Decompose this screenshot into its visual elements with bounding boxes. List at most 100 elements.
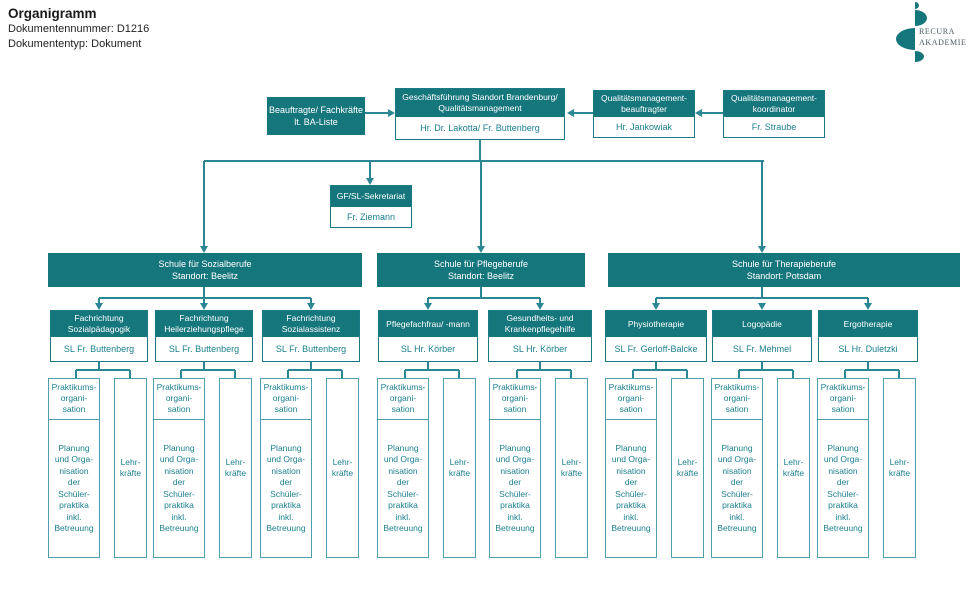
connector-line [203, 161, 205, 247]
arrowhead [388, 109, 395, 117]
connector-line [310, 298, 312, 305]
connector-line [845, 369, 899, 371]
department-box-sozialpaedagogik: Fachrichtung Sozialpädagogik SL Fr. Butt… [50, 310, 148, 362]
arrowhead [200, 303, 208, 310]
school-box-pflegeberufe: Schule für Pflegeberufe Standort: Beelit… [377, 253, 585, 287]
connector-line [369, 161, 371, 179]
department-title: Physiotherapie [606, 311, 706, 337]
school-location: Standort: Beelitz [171, 271, 239, 281]
box-geschaeftsfuehrung: Geschäftsführung Standort Brandenburg/ Q… [395, 88, 565, 140]
connector-line [761, 362, 763, 370]
department-title: Gesundheits- und Krankenpflegehilfe [489, 311, 591, 337]
logo-leaf-icon [915, 10, 927, 26]
box-title: GF/SL-Sekretariat [331, 186, 411, 207]
lehrkraefte-box: Lehr- kräfte [326, 378, 359, 558]
logo-text: RECURA AKADEMIE [919, 27, 967, 47]
connector-line [633, 369, 687, 371]
connector-line [287, 370, 289, 378]
person-name: Fr. Ziemann [346, 212, 395, 222]
connector-line [480, 161, 482, 247]
connector-line [365, 112, 391, 114]
praktikums-body: Planung und Orga- nisation der Schüler- … [611, 442, 651, 534]
recura-akademie-logo: RECURA AKADEMIE [893, 2, 967, 64]
connector-line [516, 370, 518, 378]
department-title: Ergotherapie [819, 311, 917, 337]
connector-line [98, 298, 100, 305]
arrowhead [652, 303, 660, 310]
person-name: Fr. Straube [751, 122, 797, 132]
connector-line [517, 369, 571, 371]
connector-line [99, 297, 311, 299]
box-qm-beauftragter: Qualitätsmanagement- beauftragter Hr. Ja… [593, 90, 695, 138]
connector-line [898, 370, 900, 378]
connector-line [867, 298, 869, 305]
praktikums-header: Praktikums- organi- sation [378, 379, 428, 420]
connector-line [655, 362, 657, 370]
arrowhead [366, 178, 374, 185]
connector-line [427, 362, 429, 370]
arrowhead [567, 109, 574, 117]
arrowhead [864, 303, 872, 310]
person-name: Hr. Jankowiak [615, 122, 673, 132]
praktikums-body: Planung und Orga- nisation der Schüler- … [823, 442, 863, 534]
connector-line [98, 362, 100, 370]
connector-line [75, 370, 77, 378]
connector-line [480, 287, 482, 298]
arrowhead [200, 246, 208, 253]
department-box-pflegefachfrau: Pflegefachfrau/ -mann SL Hr. Körber [378, 310, 478, 362]
praktikums-header: Praktikums- organi- sation [49, 379, 99, 420]
department-box-ergotherapie: Ergotherapie SL Hr. Duletzki [818, 310, 918, 362]
lehrkraefte-box: Lehr- kräfte [777, 378, 810, 558]
connector-line [479, 140, 481, 162]
logo-leaf-icon [915, 2, 919, 9]
praktikums-body: Planung und Orga- nisation der Schüler- … [383, 442, 423, 534]
connector-line [181, 369, 235, 371]
lehrkraefte-box: Lehr- kräfte [219, 378, 252, 558]
arrowhead [307, 303, 315, 310]
department-leader: SL Hr. Duletzki [838, 344, 898, 354]
connector-line [310, 362, 312, 370]
connector-line [458, 370, 460, 378]
school-title: Schule für Therapieberufe [732, 259, 836, 269]
department-title: Logopädie [713, 311, 811, 337]
praktikums-body: Planung und Orga- nisation der Schüler- … [495, 442, 535, 534]
department-title: Fachrichtung Sozialpädagogik [51, 311, 147, 337]
connector-line [428, 297, 540, 299]
box-qm-koordinator: Qualitätsmanagement- koordinator Fr. Str… [723, 90, 825, 138]
connector-line [539, 298, 541, 305]
connector-line [203, 298, 205, 305]
connector-line [655, 298, 657, 305]
box-sekretariat: GF/SL-Sekretariat Fr. Ziemann [330, 185, 412, 228]
praktikums-header: Praktikums- organi- sation [490, 379, 540, 420]
school-title: Schule für Pflegeberufe [433, 259, 529, 269]
department-leader: SL Fr. Buttenberg [275, 344, 347, 354]
page-title: Organigramm [8, 6, 97, 21]
department-title: Fachrichtung Sozialassistenz [263, 311, 359, 337]
praktikums-header: Praktikums- organi- sation [818, 379, 868, 420]
department-box-heilerziehungspflege: Fachrichtung Heilerziehungspflege SL Fr.… [155, 310, 253, 362]
praktikums-body: Planung und Orga- nisation der Schüler- … [717, 442, 757, 534]
lehrkraefte-box: Lehr- kräfte [883, 378, 916, 558]
school-title: Schule für Sozialberufe [158, 259, 252, 269]
logo-leaf-icon [896, 28, 915, 50]
box-title: Qualitätsmanagement- beauftragter [594, 91, 694, 117]
connector-line [701, 112, 723, 114]
connector-line [792, 370, 794, 378]
praktikums-body: Planung und Orga- nisation der Schüler- … [159, 442, 199, 534]
connector-line [761, 161, 763, 247]
connector-line [632, 370, 634, 378]
school-location: Standort: Potsdam [746, 271, 822, 281]
arrowhead [477, 246, 485, 253]
department-leader: SL Fr. Buttenberg [168, 344, 240, 354]
school-location: Standort: Beelitz [447, 271, 515, 281]
department-leader: SL Hr. Körber [512, 344, 568, 354]
connector-line [341, 370, 343, 378]
connector-line [427, 298, 429, 305]
